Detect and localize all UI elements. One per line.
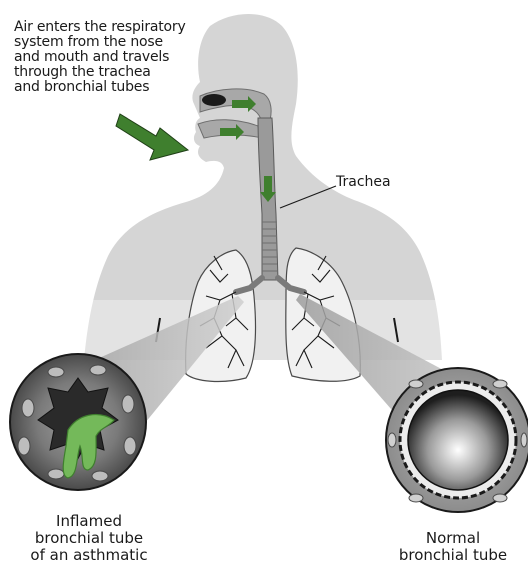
normal-caption-line: Normal	[383, 530, 523, 547]
nostril	[202, 94, 226, 106]
normal-caption-line: bronchial tube	[383, 547, 523, 564]
intro-line: Air enters the respiratory	[14, 20, 204, 35]
intro-line: system from the nose	[14, 35, 204, 50]
open-lumen	[408, 390, 508, 490]
inflamed-caption-line: Inflamed	[14, 513, 164, 530]
intro-line: and bronchial tubes	[14, 80, 204, 95]
inflamed-bronchial-tube	[10, 354, 146, 490]
inflamed-caption-line: of an asthmatic	[14, 547, 164, 564]
intro-caption: Air enters the respiratory system from t…	[14, 20, 204, 95]
entry-arrow	[116, 114, 188, 160]
normal-caption: Normal bronchial tube	[383, 530, 523, 564]
normal-bronchial-tube	[386, 368, 528, 512]
trachea-label: Trachea	[336, 174, 391, 190]
intro-line: and mouth and travels	[14, 50, 204, 65]
inflamed-caption-line: bronchial tube	[14, 530, 164, 547]
intro-line: through the trachea	[14, 65, 204, 80]
inflamed-caption: Inflamed bronchial tube of an asthmatic	[14, 513, 164, 564]
